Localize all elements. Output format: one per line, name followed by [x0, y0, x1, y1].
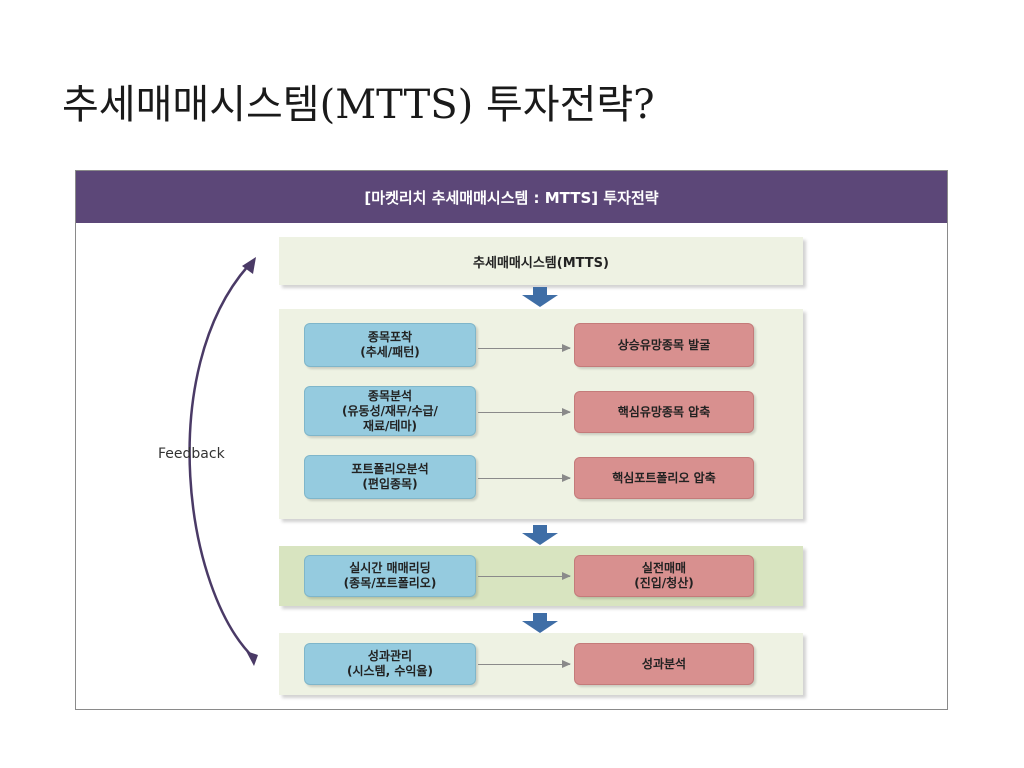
right-arrow-icon	[478, 474, 571, 482]
feedback-label: Feedback	[158, 446, 225, 462]
down-arrow-icon	[522, 287, 558, 307]
top-band: 추세매매시스템(MTTS)	[279, 237, 803, 285]
result-box-right: 성과분석	[574, 643, 754, 685]
step-box-left: 실시간 매매리딩 (종목/포트폴리오)	[304, 555, 476, 597]
result-box-right: 핵심포트폴리오 압축	[574, 457, 754, 499]
right-arrow-icon	[478, 408, 571, 416]
diagram-frame: [마켓리치 추세매매시스템 : MTTS] 투자전략 Feedback 추세매매…	[75, 170, 948, 710]
down-arrow-icon	[522, 613, 558, 633]
result-box-right: 핵심유망종목 압축	[574, 391, 754, 433]
diagram-header: [마켓리치 추세매매시스템 : MTTS] 투자전략	[76, 171, 947, 223]
slide-title: 추세매매시스템(MTTS) 투자전략?	[62, 82, 655, 128]
step-box-left: 종목분석 (유동성/재무/수급/ 재료/테마)	[304, 386, 476, 436]
result-box-right: 상승유망종목 발굴	[574, 323, 754, 367]
right-arrow-icon	[478, 344, 571, 352]
down-arrow-icon	[522, 525, 558, 545]
step-box-left: 성과관리 (시스템, 수익율)	[304, 643, 476, 685]
result-box-right: 실전매매 (진입/청산)	[574, 555, 754, 597]
feedback-arrow	[188, 257, 258, 666]
right-arrow-icon	[478, 660, 571, 668]
step-box-left: 종목포착 (추세/패턴)	[304, 323, 476, 367]
right-arrow-icon	[478, 572, 571, 580]
step-box-left: 포트폴리오분석 (편입종목)	[304, 455, 476, 499]
